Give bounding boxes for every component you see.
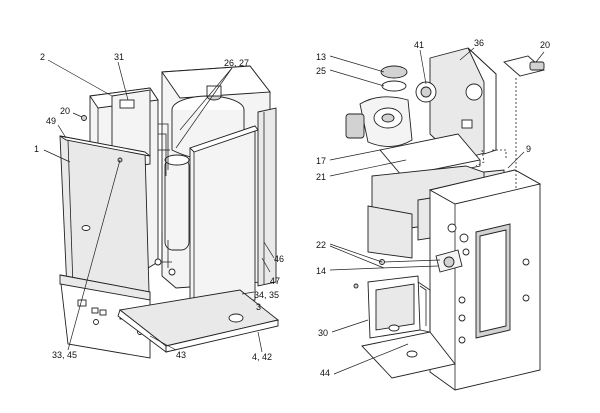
right-leader-lines [329, 47, 545, 375]
right-boiler-assembly [345, 47, 545, 391]
label-49: 49 [46, 116, 56, 126]
label-4-42: 4, 42 [252, 352, 272, 362]
casing-top [161, 65, 271, 99]
expansion-vessel [164, 157, 190, 251]
label-47: 47 [270, 276, 280, 286]
label-17: 17 [316, 156, 326, 166]
side-panel-right [257, 107, 277, 287]
gasket-25 [381, 80, 407, 92]
right-labels: 13 25 41 36 20 17 21 9 22 14 30 44 [316, 38, 550, 378]
left-labels: 2 31 26, 27 20 49 1 46 47 34, 35 3 33, 4… [34, 52, 284, 362]
label-41: 41 [414, 40, 424, 50]
label-34-35: 34, 35 [254, 290, 279, 300]
label-14: 14 [316, 266, 326, 276]
front-door-panel [189, 125, 256, 311]
label-31: 31 [114, 52, 124, 62]
label-30: 30 [318, 328, 328, 338]
label-13: 13 [316, 52, 326, 62]
label-26-27: 26, 27 [224, 58, 249, 68]
label-9: 9 [526, 144, 531, 154]
label-33-45: 33, 45 [52, 350, 77, 360]
screw-20-left [81, 115, 87, 121]
sensor-20 [529, 61, 545, 71]
label-44: 44 [320, 368, 330, 378]
heat-shield-panel [367, 205, 413, 259]
label-20-right: 20 [540, 40, 550, 50]
sensor-bracket [503, 55, 545, 77]
label-36: 36 [474, 38, 484, 48]
label-3: 3 [256, 302, 261, 312]
label-25: 25 [316, 66, 326, 76]
label-21: 21 [316, 172, 326, 182]
left-leader-lines [43, 59, 275, 353]
seal-13 [380, 65, 408, 79]
label-46: 46 [274, 254, 284, 264]
blower-motor [345, 113, 365, 139]
label-1: 1 [34, 144, 39, 154]
label-43: 43 [176, 350, 186, 360]
label-20-left: 20 [60, 106, 70, 116]
label-2: 2 [40, 52, 45, 62]
left-boiler-assembly [59, 65, 280, 359]
label-22: 22 [316, 240, 326, 250]
